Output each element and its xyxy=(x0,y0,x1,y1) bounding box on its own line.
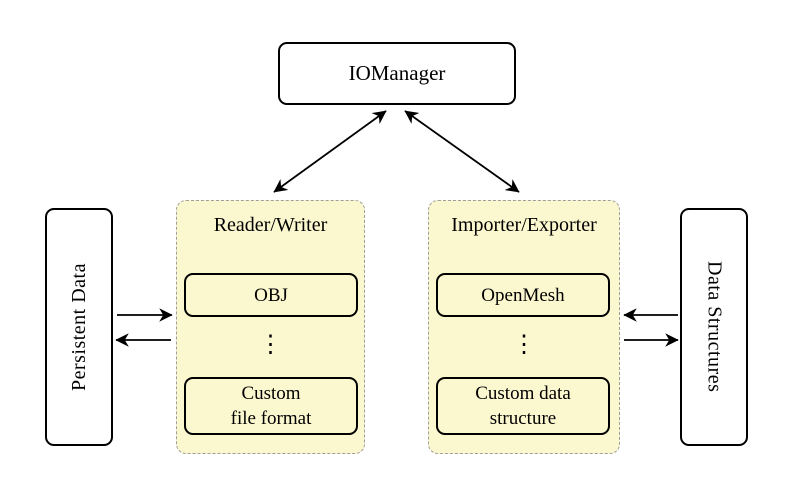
importer-exporter-ellipsis: ⋮ xyxy=(512,332,536,358)
iomanager-node: IOManager xyxy=(278,42,516,105)
openmesh-label: OpenMesh xyxy=(481,284,565,306)
importer-exporter-title: Importer/Exporter xyxy=(451,214,597,236)
custom-data-structure-box: Custom data structure xyxy=(436,377,610,435)
persistent-data-node: Persistent Data xyxy=(45,208,113,446)
custom-file-format-label: Custom file format xyxy=(230,383,312,429)
openmesh-box: OpenMesh xyxy=(436,273,610,317)
iomanager-label: IOManager xyxy=(348,61,446,85)
obj-label: OBJ xyxy=(254,284,288,306)
arrow-iomanager-reader-writer xyxy=(273,110,387,193)
reader-writer-panel: Reader/Writer OBJ ⋮ Custom file format xyxy=(176,200,365,454)
reader-writer-title: Reader/Writer xyxy=(213,214,328,236)
importer-exporter-panel: Importer/Exporter OpenMesh ⋮ Custom data… xyxy=(428,200,620,454)
persistent-data-label: Persistent Data xyxy=(67,262,90,392)
reader-writer-ellipsis: ⋮ xyxy=(258,332,283,358)
data-structures-node: Data Structures xyxy=(680,208,748,446)
arrow-iomanager-importer-exporter xyxy=(404,110,520,193)
obj-box: OBJ xyxy=(184,273,358,317)
custom-file-format-box: Custom file format xyxy=(184,377,358,435)
custom-data-structure-label: Custom data structure xyxy=(475,383,571,429)
data-structures-label: Data Structures xyxy=(703,261,726,393)
